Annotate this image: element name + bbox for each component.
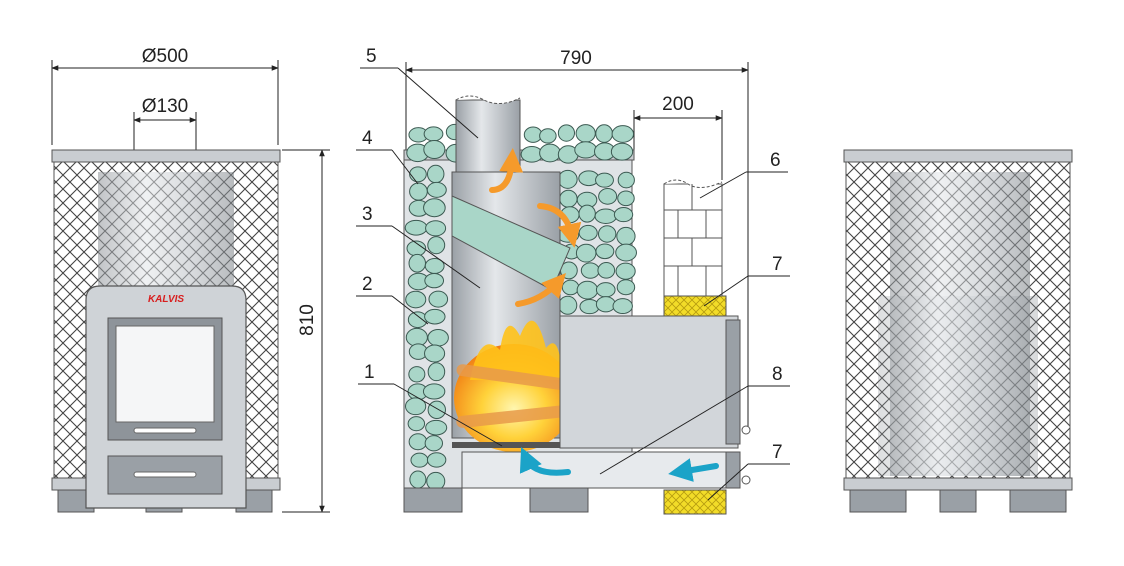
stone <box>426 452 447 468</box>
total-depth-label: 790 <box>560 48 592 69</box>
callout-2: 2 <box>362 274 373 295</box>
stone <box>578 204 596 223</box>
stone <box>425 419 448 436</box>
stone <box>559 189 578 208</box>
stone <box>557 124 576 142</box>
stone <box>594 208 617 224</box>
stone <box>615 243 637 262</box>
stone <box>615 262 636 280</box>
stone <box>595 296 616 313</box>
stone <box>539 128 557 144</box>
stone <box>617 190 635 207</box>
wall-thickness-label: 200 <box>662 94 694 115</box>
hot-airflow-arrows <box>489 148 582 307</box>
stone <box>578 224 598 241</box>
stone <box>595 282 616 298</box>
callouts: 5 4 3 2 1 6 7 8 7 <box>356 46 790 501</box>
stone <box>561 279 580 296</box>
stone <box>424 272 445 289</box>
stone <box>424 308 446 325</box>
stone <box>616 226 636 246</box>
front-view: Ø500 Ø130 810 KALVIS <box>51 46 330 513</box>
stone <box>616 279 636 296</box>
sauna-stones <box>404 123 637 491</box>
stone <box>407 416 426 432</box>
stone <box>427 400 446 420</box>
side-view <box>843 149 1073 513</box>
callout-7-bottom: 7 <box>772 442 783 463</box>
stone <box>405 290 427 309</box>
stone <box>427 236 446 255</box>
stone <box>611 125 635 143</box>
stone <box>597 225 617 243</box>
stone <box>539 143 561 163</box>
insulation-bottom <box>663 489 727 515</box>
front-door-handle <box>133 427 197 434</box>
stone <box>613 207 634 223</box>
callout-7-top: 7 <box>772 254 783 275</box>
stone <box>575 124 596 143</box>
stone <box>408 433 428 451</box>
flue-diameter-label: Ø130 <box>142 96 188 117</box>
stone <box>557 169 578 189</box>
stone <box>595 124 614 143</box>
stone <box>408 253 426 273</box>
brick-wall <box>663 179 723 297</box>
callout-6: 6 <box>770 150 781 171</box>
callout-4: 4 <box>362 128 373 149</box>
door-tunnel <box>559 315 739 449</box>
stone <box>425 220 447 237</box>
stone <box>424 435 444 452</box>
callout-5: 5 <box>366 46 377 67</box>
stone <box>407 311 428 329</box>
stone <box>612 298 633 315</box>
callout-1: 1 <box>364 362 375 383</box>
insulation-top <box>663 295 727 317</box>
stone <box>597 262 616 279</box>
stone <box>595 243 615 260</box>
stone <box>409 166 427 183</box>
stone <box>574 141 598 159</box>
stone <box>426 181 447 198</box>
front-lid <box>51 149 281 163</box>
stone <box>426 471 446 491</box>
stone <box>427 329 449 347</box>
stone <box>576 280 599 300</box>
stone <box>404 219 428 236</box>
stone <box>410 452 429 468</box>
cold-airflow-arrows <box>519 447 719 482</box>
stone <box>595 172 614 188</box>
stone <box>422 383 446 400</box>
stone <box>405 397 427 416</box>
stone <box>598 188 618 205</box>
callout-8: 8 <box>772 364 783 385</box>
ash-drawer-handle <box>133 471 197 478</box>
stone <box>428 290 449 308</box>
height-label: 810 <box>297 304 318 336</box>
stone <box>423 198 446 218</box>
stone <box>426 164 445 184</box>
outer-diameter-label: Ø500 <box>142 46 188 67</box>
stone <box>617 171 635 189</box>
callout-3: 3 <box>362 204 373 225</box>
front-door-window <box>115 325 215 423</box>
stone <box>409 182 428 201</box>
stone <box>575 243 597 263</box>
stone <box>424 344 446 363</box>
stone <box>409 470 427 489</box>
grate <box>452 442 572 448</box>
stone <box>423 126 444 142</box>
stone <box>423 140 446 160</box>
stone <box>427 362 446 382</box>
brand-logo: KALVIS <box>148 294 184 305</box>
section-view: 790 200 <box>356 46 790 515</box>
stone <box>558 295 578 315</box>
stone <box>580 262 600 279</box>
stone <box>610 142 634 161</box>
stone <box>408 366 426 383</box>
